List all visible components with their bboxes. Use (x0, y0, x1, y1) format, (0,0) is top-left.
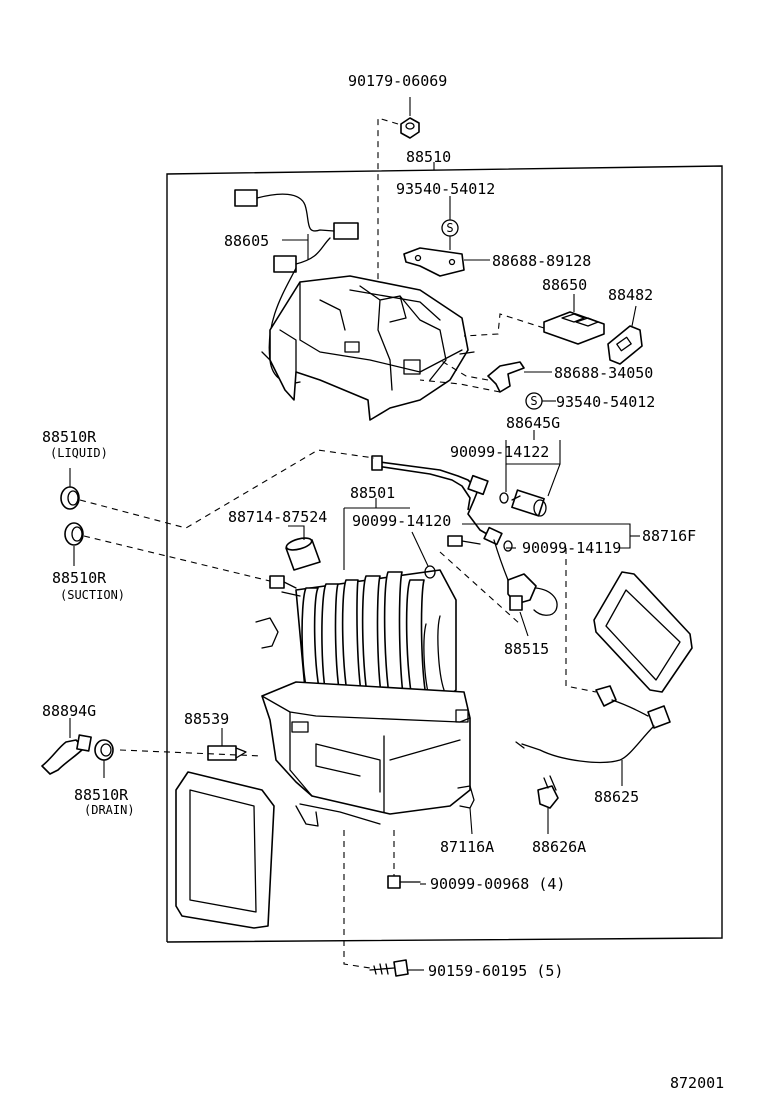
screw-symbol-top: S (441, 219, 459, 237)
o-ring-90099-14120 (424, 565, 436, 579)
label-88501: 88501 (350, 484, 395, 502)
assembly-frame (166, 165, 723, 943)
label-liquid-note: (LIQUID) (50, 446, 108, 460)
wire-harness-88605 (234, 189, 359, 384)
label-88645G: 88645G (506, 414, 560, 432)
collar-88714-87524 (285, 537, 321, 571)
pipes (371, 455, 503, 547)
drain-part-88539 (207, 745, 247, 761)
clip-87116A (457, 785, 475, 809)
bracket-88688-34050 (487, 361, 525, 393)
label-88510: 88510 (406, 148, 451, 166)
label-88605: 88605 (224, 232, 269, 250)
label-87116A: 87116A (440, 838, 494, 856)
lower-case (261, 681, 471, 827)
screw-symbol-bottom: S (525, 392, 543, 410)
grommet-88510R-drain (94, 739, 114, 761)
drain-hose-88894G (41, 734, 92, 775)
label-90159-60195: 90159-60195 (5) (428, 962, 563, 980)
filter-right (593, 571, 693, 693)
part-88482 (607, 325, 643, 365)
label-88650: 88650 (542, 276, 587, 294)
label-88482: 88482 (608, 286, 653, 304)
grommet-88510R-suction (64, 522, 84, 546)
amplifier-88650 (543, 311, 605, 345)
label-88539: 88539 (184, 710, 229, 728)
filter-bottom-left (175, 771, 275, 929)
label-93540-54012-top: 93540-54012 (396, 180, 495, 198)
label-88626A: 88626A (532, 838, 586, 856)
label-88894G: 88894G (42, 702, 96, 720)
label-88515: 88515 (504, 640, 549, 658)
label-90099-00968: 90099-00968 (4) (430, 875, 565, 893)
bracket-88688-89128 (403, 247, 465, 277)
upper-case (261, 275, 475, 421)
expansion-valve-88515 (493, 539, 558, 616)
label-90099-14122: 90099-14122 (450, 443, 549, 461)
label-88714-87524: 88714-87524 (228, 508, 327, 526)
s-symbol-label: S (446, 221, 453, 235)
label-88510R-drain: 88510R (74, 786, 129, 804)
label-suction-note: (SUCTION) (60, 588, 125, 602)
label-88716F: 88716F (642, 527, 696, 545)
diagram-id: 872001 (670, 1074, 724, 1092)
label-93540-54012-bottom: 93540-54012 (556, 393, 655, 411)
grommet-88510R-liquid (60, 486, 80, 510)
label-88625: 88625 (594, 788, 639, 806)
label-90099-14120: 90099-14120 (352, 512, 451, 530)
screw-90159-60195 (369, 959, 409, 977)
evaporator-88501 (269, 569, 457, 721)
switch-88645G (511, 489, 547, 517)
label-88688-89128: 88688-89128 (492, 252, 591, 270)
label-88510R-suction: 88510R (52, 569, 107, 587)
clip-88626A (537, 775, 559, 809)
label-90179-06069: 90179-06069 (348, 72, 447, 90)
label-88688-34050: 88688-34050 (554, 364, 653, 382)
screw-90099-00968 (387, 875, 421, 889)
label-drain-note: (DRAIN) (84, 803, 135, 817)
thermistor-88625 (515, 685, 671, 764)
label-88510R-liquid: 88510R (42, 428, 97, 446)
bracket-left (255, 617, 279, 649)
o-ring-90099-14119 (503, 540, 513, 552)
label-90099-14119: 90099-14119 (522, 539, 621, 557)
nut-90179-06069 (400, 117, 420, 139)
s-symbol-label-2: S (530, 394, 537, 408)
